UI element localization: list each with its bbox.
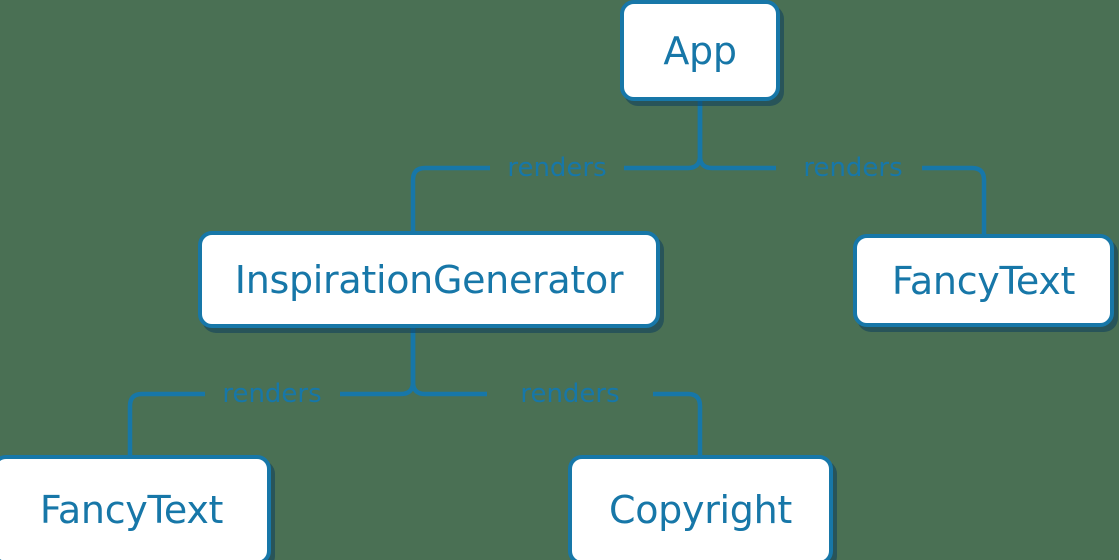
node-inspiration-generator[interactable]: InspirationGenerator <box>198 231 660 328</box>
node-fancytext-bottom-label: FancyText <box>39 488 224 532</box>
edge-app-to-inspirationgenerator <box>410 165 490 231</box>
edge-inspirationgenerator-to-copyright <box>653 391 703 455</box>
node-fancytext-right-label: FancyText <box>891 258 1076 303</box>
edge-label-inspiration-generator-to-fancytext-bottom: renders <box>222 379 322 409</box>
node-app-label: App <box>663 28 737 73</box>
node-fancytext-right[interactable]: FancyText <box>853 234 1114 327</box>
edge-inspirationgenerator-stem-right <box>410 328 487 397</box>
node-copyright-label: Copyright <box>609 488 792 532</box>
node-fancytext-bottom[interactable]: FancyText <box>0 455 271 560</box>
edge-label-inspiration-generator-to-copyright: renders <box>520 379 620 409</box>
edge-app-stem <box>624 101 703 171</box>
node-app[interactable]: App <box>620 0 780 101</box>
edge-inspirationgenerator-to-fancytext-bottom <box>127 391 205 455</box>
node-copyright[interactable]: Copyright <box>568 455 833 560</box>
edge-app-to-fancytext-right <box>922 165 987 234</box>
edge-label-app-to-inspiration-generator: renders <box>507 153 607 183</box>
node-inspiration-generator-label: InspirationGenerator <box>234 257 624 302</box>
edge-label-app-to-fancytext-right: renders <box>803 153 903 183</box>
edge-app-stem-right <box>697 101 776 171</box>
edge-inspirationgenerator-stem-left <box>340 328 416 397</box>
